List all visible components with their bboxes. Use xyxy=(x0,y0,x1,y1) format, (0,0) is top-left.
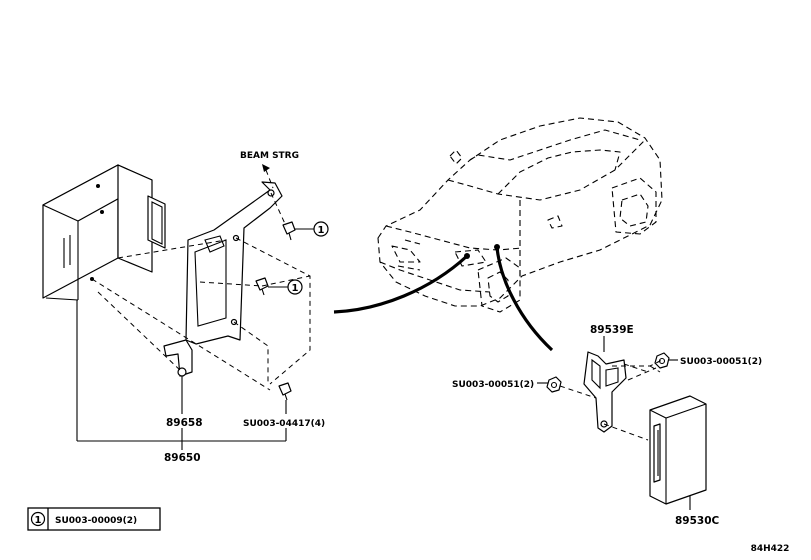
nut-right-top-part-number: SU003-00051(2) xyxy=(680,357,762,367)
right-assembly-lines xyxy=(559,359,663,441)
part-number-89530c: 89530C xyxy=(675,515,720,527)
part-number-89658: 89658 xyxy=(166,417,203,429)
ecu-89530c xyxy=(649,395,707,505)
legend-box: 1 SU003-00009(2) xyxy=(27,507,161,531)
part-number-89650: 89650 xyxy=(164,452,201,464)
drawing-code: 84H422 xyxy=(751,544,790,554)
legend-number: 1 xyxy=(35,515,42,526)
bracket-89658 xyxy=(163,181,283,377)
nut-right-left-part-number: SU003-00051(2) xyxy=(452,380,534,390)
bolt-upper xyxy=(282,221,296,241)
car-outline xyxy=(377,117,663,313)
bolt-lower xyxy=(278,382,292,401)
left-control-unit xyxy=(42,164,166,301)
beam-strg-label: BEAM STRG xyxy=(240,151,299,161)
legend-part-number: SU003-00009(2) xyxy=(55,516,137,526)
callout-middle-number: 1 xyxy=(292,283,299,294)
left-leaders xyxy=(76,300,287,450)
nut-right-top xyxy=(654,352,670,369)
beam-strg-annotation: BEAM STRG xyxy=(240,151,299,189)
location-leader-lines xyxy=(333,246,554,352)
bolt-middle xyxy=(255,277,269,296)
right-leaders xyxy=(537,336,691,510)
callout-middle: 1 xyxy=(268,279,303,295)
callout-upper-number: 1 xyxy=(318,225,325,236)
part-number-89539e: 89539E xyxy=(590,324,634,336)
bracket-89539e xyxy=(583,351,627,433)
callout-upper: 1 xyxy=(295,221,329,237)
nut-right-left xyxy=(546,376,562,393)
bolt-part-number: SU003-04417(4) xyxy=(243,419,325,429)
left-assembly-lines xyxy=(91,192,311,391)
